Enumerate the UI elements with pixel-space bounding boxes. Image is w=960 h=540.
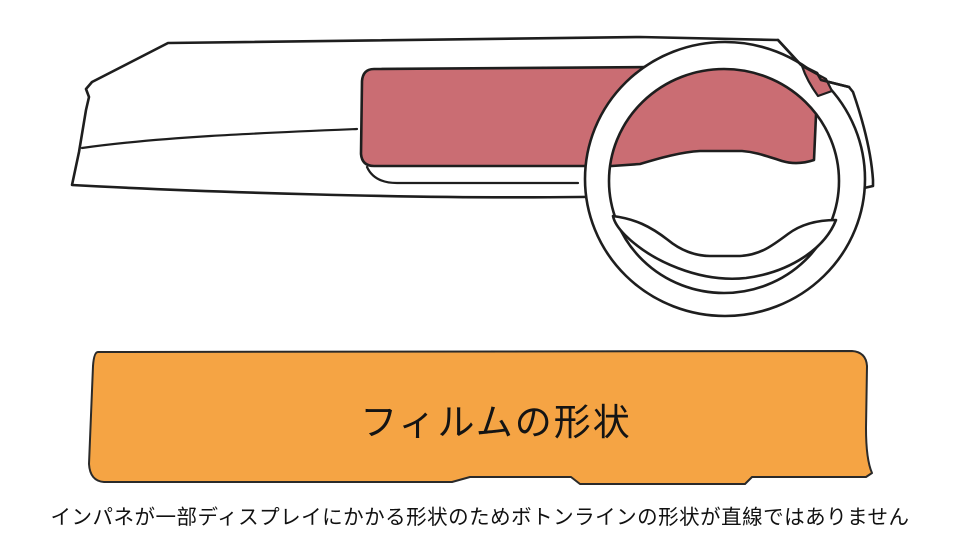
dashboard-crease-line <box>80 127 359 150</box>
dashboard-right-edge <box>776 38 851 89</box>
display-area <box>359 64 822 168</box>
display-corner-sliver <box>800 64 834 98</box>
film-shape <box>88 350 873 485</box>
diagram-caption: インパネが一部ディスプレイにかかる形状のためボトンラインの形状が直線ではありませ… <box>50 506 910 529</box>
steering-wheel-hub <box>611 214 838 281</box>
display-shelf-line <box>365 165 580 185</box>
film-shape-label: フィルムの形状 <box>360 402 632 443</box>
steering-wheel-ring <box>583 40 867 318</box>
line-art-group <box>70 35 875 485</box>
